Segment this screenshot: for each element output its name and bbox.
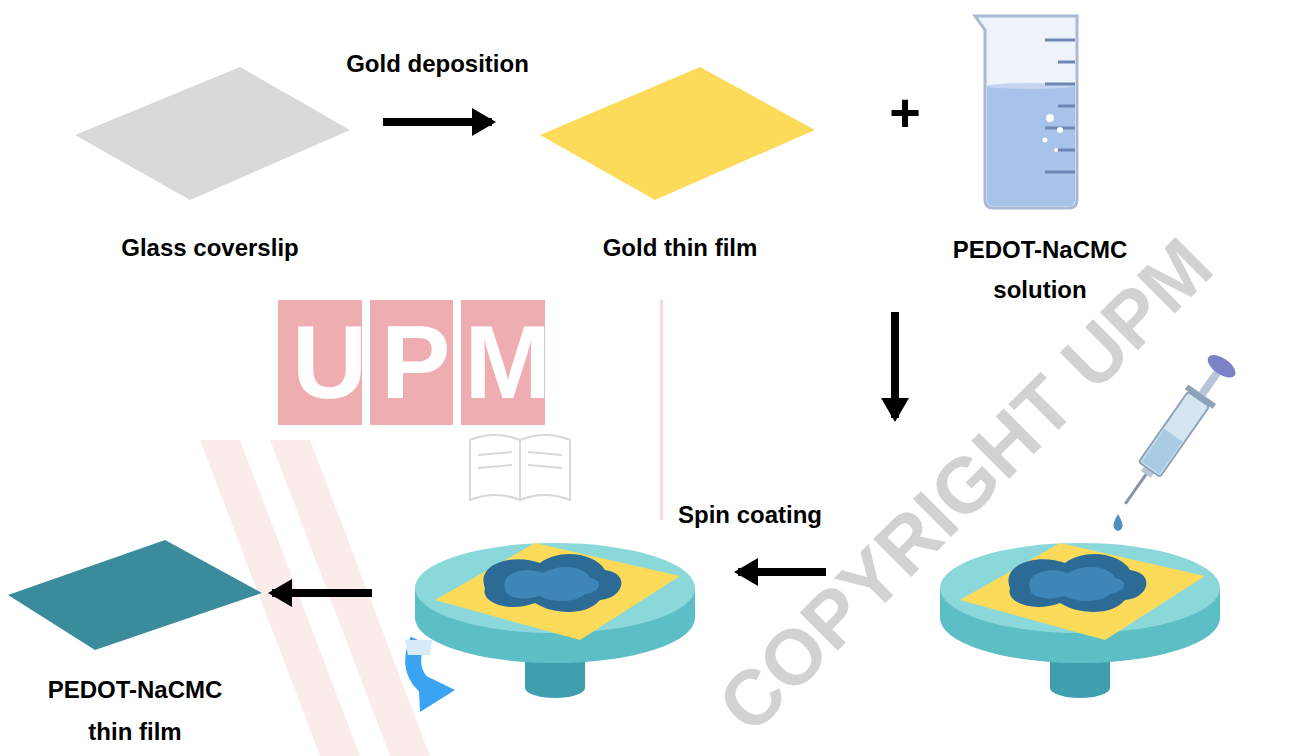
- node-shape: [535, 60, 825, 228]
- node-shape: [65, 60, 355, 228]
- drop: [1114, 514, 1123, 531]
- glass-coverslip: Glass coverslip: [65, 60, 355, 268]
- watermark-logo: [200, 300, 663, 756]
- rotation-arrow: [405, 640, 455, 712]
- pedot-thin-film: PEDOT-NaCMC thin film: [0, 535, 270, 753]
- film-shape: [540, 67, 815, 200]
- syringe: [1111, 350, 1240, 514]
- process-arrow: [383, 118, 492, 126]
- edge-label: Gold deposition: [346, 49, 529, 79]
- step-label: Gold thin film: [535, 228, 825, 268]
- book-icon: [470, 435, 570, 500]
- step-label: Glass coverslip: [65, 228, 355, 268]
- spin-coater: [415, 543, 695, 698]
- plus-sign: +: [877, 82, 933, 142]
- film-shape: [75, 67, 350, 200]
- node-shape: [940, 5, 1140, 230]
- step-label: Spin coating: [650, 500, 850, 530]
- step-label: PEDOT-NaCMC solution: [940, 230, 1140, 310]
- solution-beaker: PEDOT-NaCMC solution: [940, 5, 1140, 310]
- watermark-logo: UPM: [278, 300, 545, 425]
- gold-thin-film: Gold thin film: [535, 60, 825, 268]
- step-label: PEDOT-NaCMC thin film: [35, 669, 235, 753]
- film-shape: [8, 540, 262, 650]
- spin-coater: [940, 543, 1220, 698]
- node-shape: [0, 535, 270, 669]
- beaker-icon: [975, 16, 1077, 208]
